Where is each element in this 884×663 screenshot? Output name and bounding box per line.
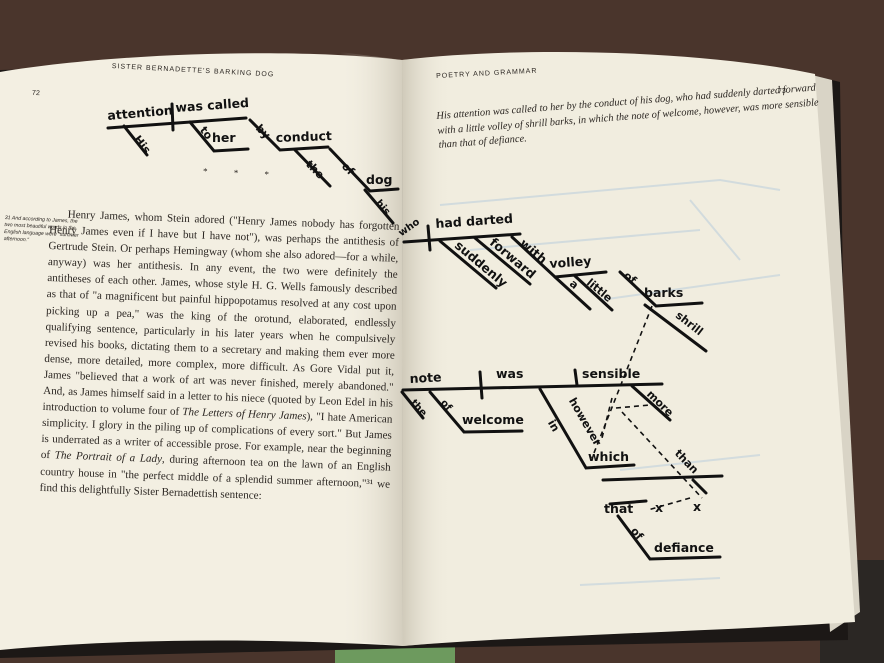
left-gutter-shade xyxy=(340,52,403,646)
diagram-dashed-links xyxy=(591,305,703,511)
word-x-1: x xyxy=(655,500,664,515)
book-title: The Letters of Henry James xyxy=(182,406,307,423)
word-conduct: conduct xyxy=(275,128,333,145)
diagram-lines-right xyxy=(400,224,724,561)
word-barks: barks xyxy=(644,285,684,300)
word-note: note xyxy=(409,369,442,386)
right-page xyxy=(402,51,855,646)
left-body-text: Henry James, whom Stein adored ("Henry J… xyxy=(39,206,399,508)
left-page xyxy=(0,53,403,650)
word-her: her xyxy=(212,130,236,145)
body-paragraph: Henry James, whom Stein adored ("Henry J… xyxy=(39,206,399,508)
diagram-lines-left xyxy=(106,102,400,225)
show-through-texture xyxy=(439,178,781,586)
right-gutter-shade xyxy=(402,56,452,646)
word-sensible: sensible xyxy=(582,366,641,381)
word-defiance: defiance xyxy=(654,540,714,555)
word-welcome: welcome xyxy=(462,412,524,427)
body-text-run: Henry James, whom Stein adored ("Henry J… xyxy=(42,208,400,419)
book-title: The Portrait of a Lady xyxy=(54,449,163,466)
word-which: which xyxy=(588,449,630,464)
word-that: that xyxy=(604,501,634,516)
word-volley: volley xyxy=(548,253,592,271)
word-x-2: x xyxy=(693,499,702,514)
word-was: was xyxy=(496,366,524,381)
left-page-number: 72 xyxy=(31,89,40,98)
word-dog: dog xyxy=(366,172,393,187)
sidenote: 31 And according to James, the two most … xyxy=(3,215,79,244)
